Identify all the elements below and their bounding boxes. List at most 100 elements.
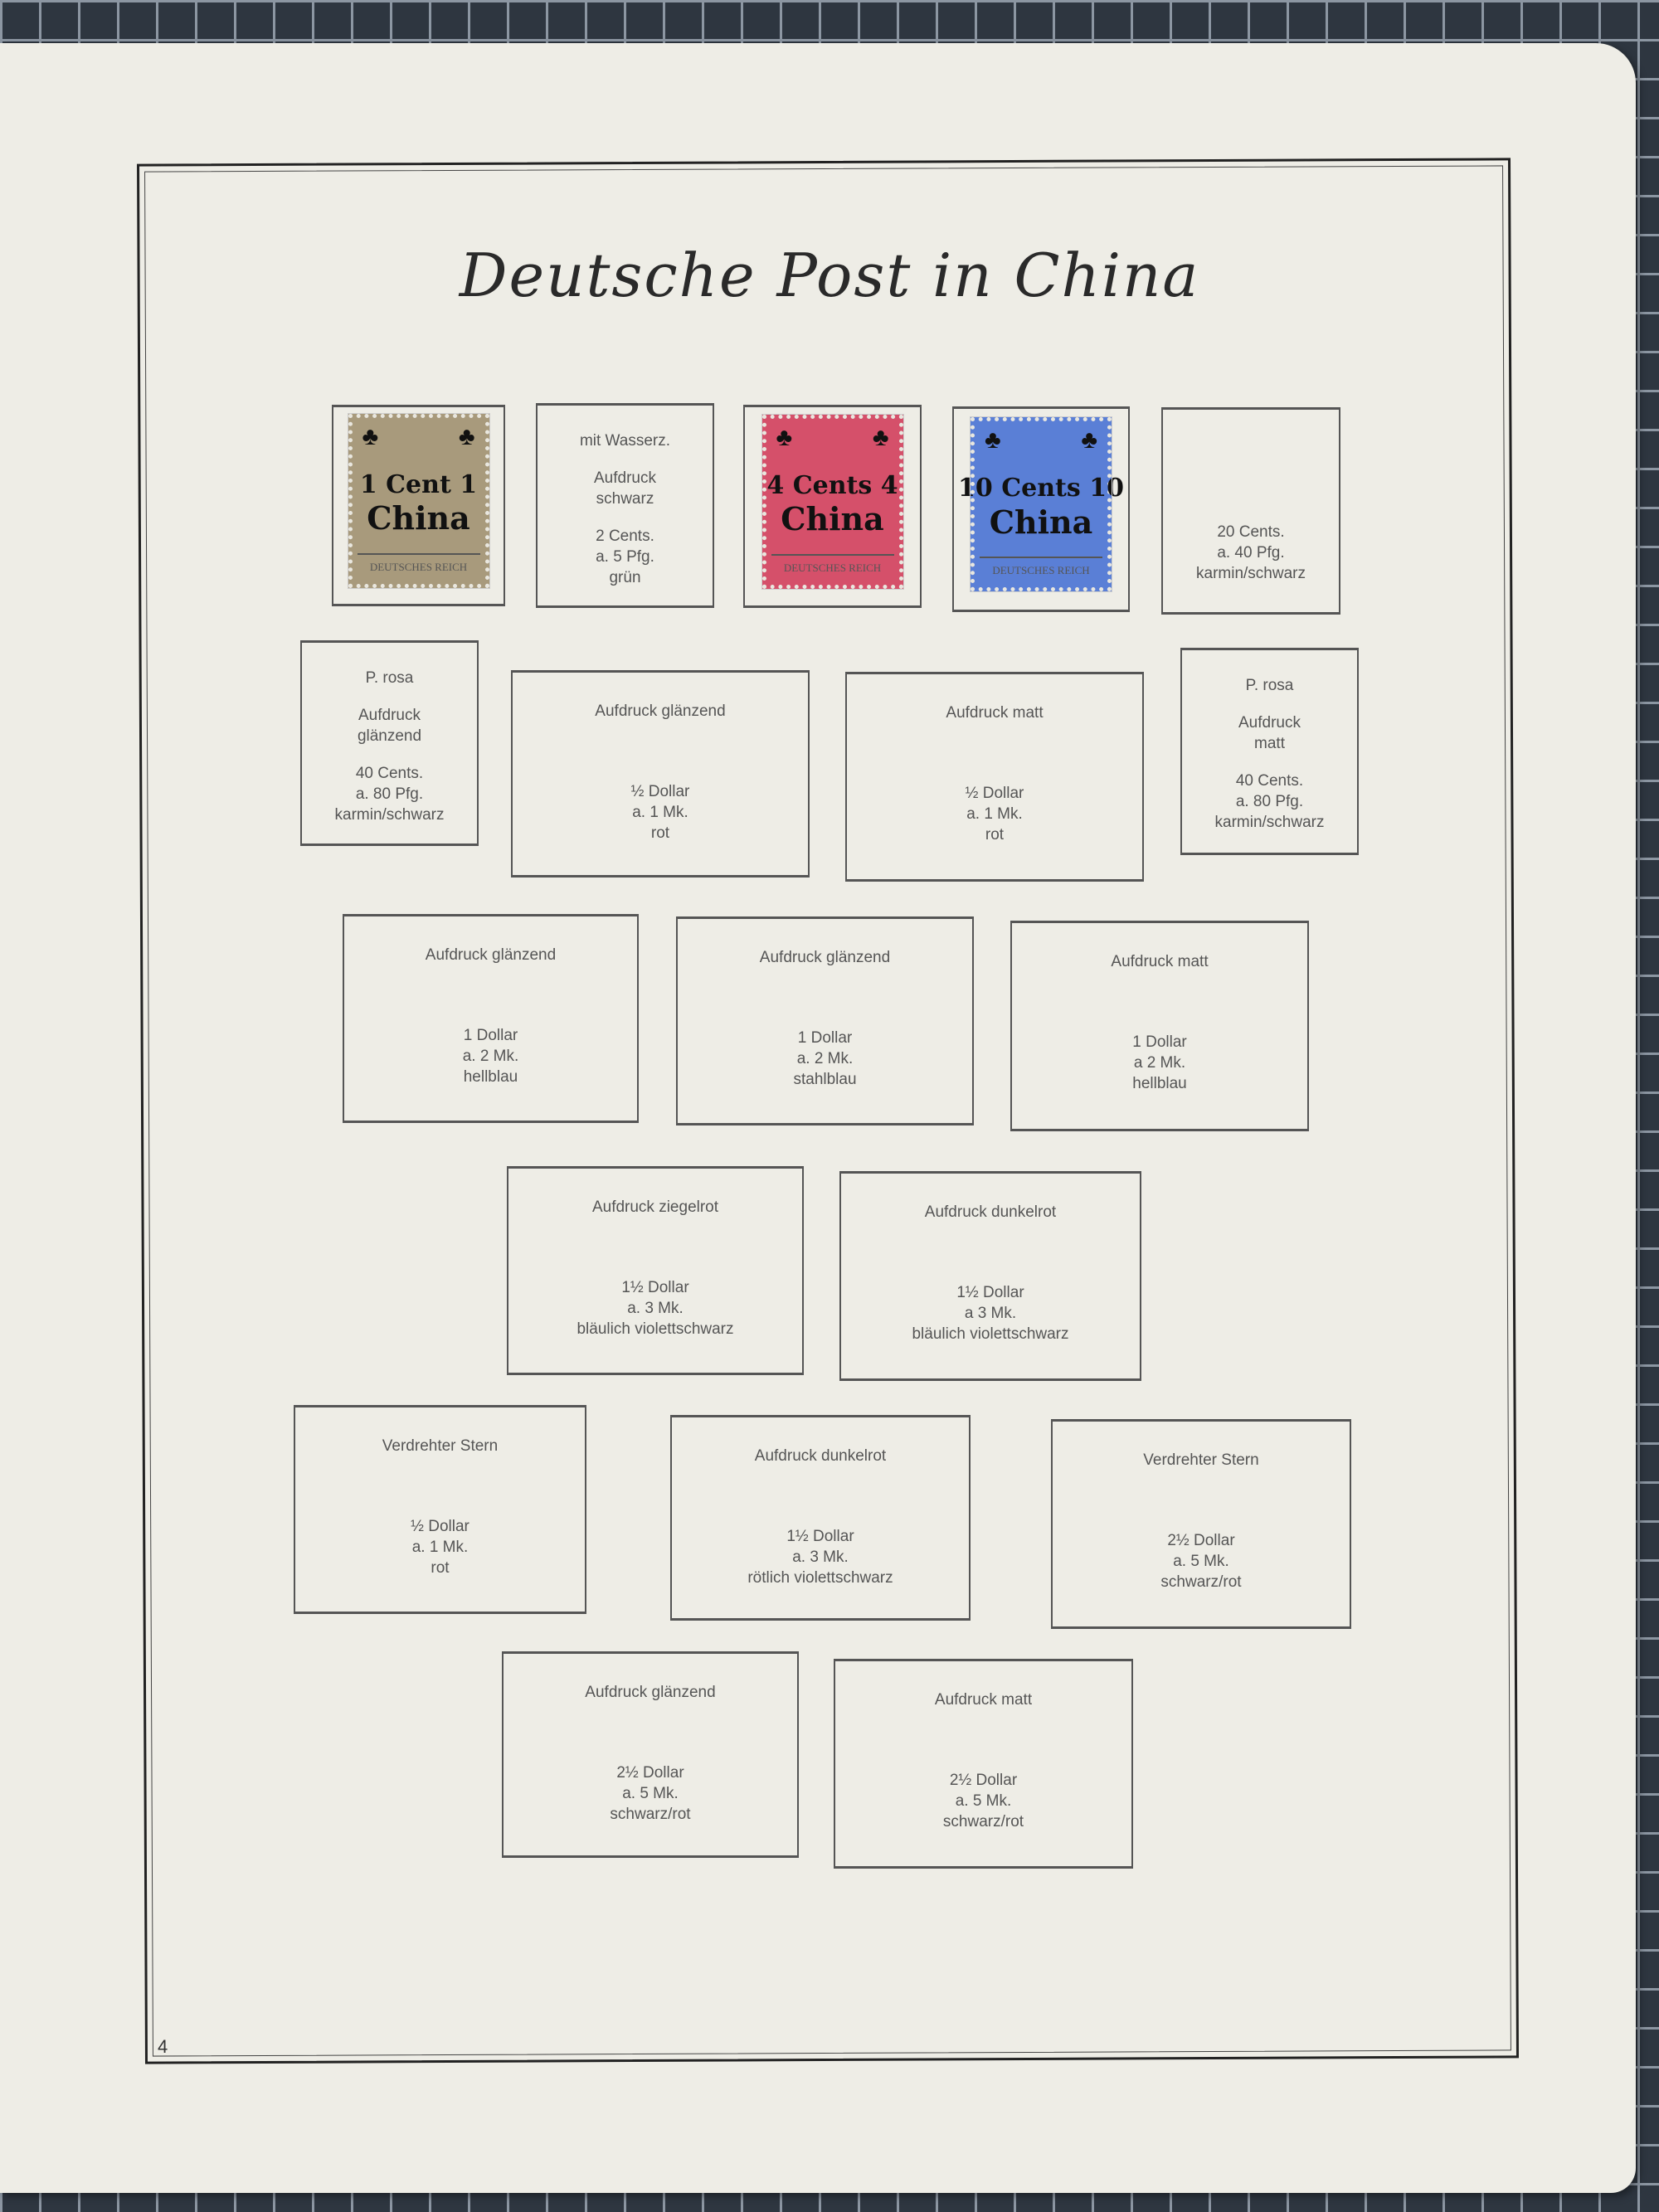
stamp-slot[interactable]: Aufdruck glänzend 1 Dollar a. 2 Mk. hellbla…: [343, 914, 639, 1123]
slot-caption-group: Aufdruck glänzend: [595, 701, 725, 722]
slot-caption-line: 2½ Dollar: [616, 1764, 684, 1782]
stamp-inscription: DEUTSCHES REICH: [771, 553, 894, 578]
slot-caption-line: a 2 Mk.: [1133, 1054, 1186, 1072]
stamp-inscription: DEUTSCHES REICH: [357, 552, 480, 577]
slot-caption-line: 2½ Dollar: [949, 1772, 1018, 1789]
slot-caption-line: hellblau: [463, 1068, 518, 1086]
slot-caption-line: a. 2 Mk.: [462, 1048, 519, 1065]
slot-caption-line: ½ Dollar: [411, 1518, 469, 1535]
slot-caption-line: Verdrehter Stern: [382, 1437, 499, 1455]
cloverleaf-ornament-icon: ♣: [458, 422, 475, 450]
slot-caption-group: Aufdruck ziegelrot: [592, 1197, 718, 1218]
slot-caption-line: stahlblau: [793, 1071, 857, 1088]
slot-caption-line: a 3 Mk.: [964, 1305, 1017, 1322]
slot-caption-line: a. 2 Mk.: [796, 1050, 854, 1067]
album-page: [0, 43, 1636, 2193]
slot-caption-line: Aufdruck: [358, 707, 421, 724]
slot-caption-line: Aufdruck glänzend: [425, 946, 557, 964]
stamp-inscription: DEUTSCHES REICH: [980, 557, 1102, 581]
cloverleaf-ornament-icon: ♣: [1081, 426, 1097, 454]
slot-caption-line: 2½ Dollar: [1167, 1532, 1235, 1549]
slot-caption-line: mit Wasserz.: [579, 432, 671, 450]
slot-caption-line: Aufdruck dunkelrot: [924, 1203, 1057, 1221]
slot-caption-line: Verdrehter Stern: [1143, 1451, 1259, 1469]
slot-caption-group: 2 Cents.a. 5 Pfg.grün: [596, 526, 654, 588]
slot-caption-line: Aufdruck matt: [934, 1691, 1033, 1709]
slot-caption-line: rot: [431, 1559, 450, 1577]
slot-caption-line: bläulich violettschwarz: [912, 1325, 1069, 1343]
slot-caption-line: ½ Dollar: [965, 785, 1024, 802]
slot-caption-line: Aufdruck: [1238, 714, 1301, 732]
slot-caption-line: 1 Dollar: [463, 1027, 518, 1044]
slot-caption-group: Aufdruck dunkelrot: [925, 1202, 1056, 1223]
slot-caption-line: karmin/schwarz: [1196, 565, 1306, 582]
slot-caption-line: 40 Cents.: [355, 765, 424, 782]
slot-caption-line: a. 3 Mk.: [792, 1548, 849, 1566]
slot-caption-line: a. 80 Pfg.: [355, 785, 424, 803]
slot-caption-group: 20 Cents.a. 40 Pfg.karmin/schwarz: [1196, 522, 1306, 584]
slot-caption-line: P. rosa: [1245, 677, 1294, 694]
slot-caption-line: 1½ Dollar: [621, 1279, 689, 1296]
slot-caption-line: 2 Cents.: [596, 527, 654, 545]
slot-caption-line: grün: [609, 569, 641, 586]
cloverleaf-ornament-icon: ♣: [985, 426, 1001, 454]
slot-caption-line: hellblau: [1132, 1075, 1187, 1092]
cloverleaf-ornament-icon: ♣: [872, 423, 889, 451]
slot-caption-line: karmin/schwarz: [334, 806, 445, 824]
slot-caption-line: 1 Dollar: [1132, 1033, 1187, 1051]
slot-caption-line: Aufdruck matt: [946, 704, 1044, 722]
overprint-value: 4 Cents 4: [766, 470, 898, 500]
slot-caption-line: schwarz/rot: [610, 1806, 691, 1823]
slot-caption-line: a. 5 Mk.: [955, 1792, 1012, 1810]
slot-caption-group: P. rosa: [366, 668, 414, 688]
slot-caption-line: Aufdruck glänzend: [585, 1684, 716, 1701]
slot-caption-line: matt: [1254, 735, 1285, 752]
slot-caption-group: 40 Cents.a. 80 Pfg.karmin/schwarz: [1215, 771, 1325, 833]
slot-caption-line: a. 1 Mk.: [966, 805, 1023, 823]
overprint-name: China: [781, 500, 884, 537]
overprint-name: China: [989, 503, 1093, 541]
slot-caption-group: Aufdruck matt: [946, 702, 1043, 723]
slot-caption-line: bläulich violettschwarz: [577, 1320, 734, 1338]
slot-caption-group: P. rosa: [1246, 675, 1294, 696]
slot-caption-line: ½ Dollar: [630, 783, 690, 800]
slot-caption-line: rötlich violettschwarz: [747, 1569, 893, 1587]
slot-caption-line: Aufdruck: [594, 469, 656, 487]
slot-caption-group: Aufdruck glänzend: [760, 947, 890, 968]
slot-caption-line: a. 80 Pfg.: [1235, 793, 1304, 810]
slot-caption-line: schwarz/rot: [1160, 1573, 1242, 1591]
slot-caption-line: 40 Cents.: [1235, 772, 1304, 790]
slot-caption-line: rot: [650, 824, 670, 842]
slot-caption-line: a. 40 Pfg.: [1217, 544, 1285, 562]
stamp-slot[interactable]: 20 Cents.a. 40 Pfg.karmin/schwarz: [1161, 407, 1340, 615]
slot-caption-group: Verdrehter Stern: [382, 1436, 498, 1456]
slot-caption-group: Aufdruck matt: [935, 1689, 1032, 1710]
